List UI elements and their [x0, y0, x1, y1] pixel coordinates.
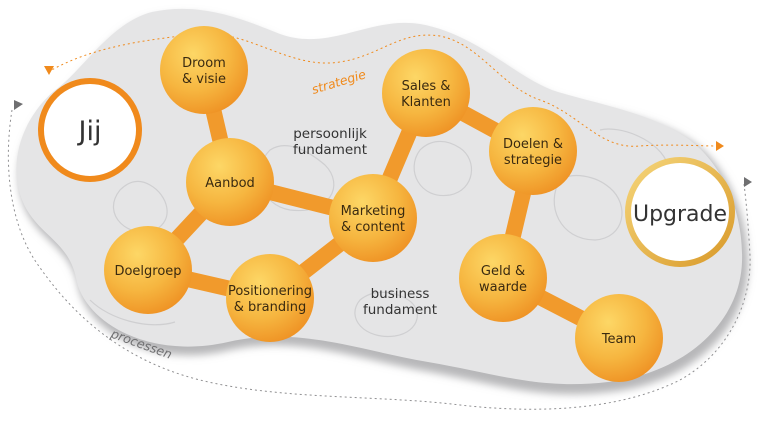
node-positionering-circle [226, 254, 314, 342]
goal-ring [625, 157, 735, 267]
node-team: Team [575, 294, 663, 382]
processen-arrow-end [744, 177, 752, 187]
node-droom: Droom& visie [160, 26, 248, 114]
node-marketing-label: Marketing [341, 204, 406, 219]
node-doelgroep-label: Doelgroep [114, 264, 181, 279]
goal-label: Upgrade [633, 202, 727, 227]
zone-persoonlijk-line2: fundament [293, 142, 367, 158]
node-geld: Geld &waarde [459, 234, 547, 322]
node-geld-circle [459, 234, 547, 322]
node-droom-circle [160, 26, 248, 114]
strategie-arrow-start [44, 66, 54, 75]
processen-arrow-start [14, 100, 23, 110]
node-aanbod-circle [186, 138, 274, 226]
node-sales: Sales &Klanten [382, 49, 470, 137]
node-aanbod-label: Aanbod [205, 176, 255, 191]
node-geld-label: Geld & [481, 264, 525, 279]
node-team-circle [575, 294, 663, 382]
node-droom-label: & visie [182, 72, 226, 87]
contour-lines [89, 128, 669, 338]
node-geld-label: waarde [479, 280, 527, 295]
path-lines [7, 33, 752, 410]
center-label: Jij [77, 116, 102, 147]
node-sales-label: Klanten [401, 95, 451, 110]
node-marketing-circle [329, 174, 417, 262]
node-positionering-label: & branding [234, 300, 306, 315]
zone-business-line2: fundament [363, 302, 437, 318]
node-team-label: Team [601, 332, 636, 347]
node-droom-label: Droom [182, 56, 226, 71]
zone-persoonlijk-line1: persoonlijk [293, 126, 367, 142]
node-doelen-label: strategie [504, 153, 562, 168]
node-sales-circle [382, 49, 470, 137]
node-doelen-label: Doelen & [503, 137, 563, 152]
node-doelen: Doelen &strategie [489, 107, 577, 195]
node-marketing: Marketing& content [329, 174, 417, 262]
center-ring [38, 78, 142, 182]
strategie-arrow-end [716, 141, 724, 151]
zone-labels: persoonlijk fundament business fundament [293, 126, 437, 318]
node-doelgroep: Doelgroep [104, 226, 192, 314]
node-sales-label: Sales & [402, 79, 451, 94]
node-marketing-label: & content [341, 220, 405, 235]
node-doelen-circle [489, 107, 577, 195]
node-doelgroep-circle [104, 226, 192, 314]
node-positionering-label: Positionering [228, 284, 312, 299]
strategie-path [47, 33, 719, 147]
node-positionering: Positionering& branding [226, 254, 314, 342]
goal-node: Upgrade [625, 157, 735, 267]
zone-business-line1: business [371, 286, 430, 302]
center-node: Jij [38, 78, 142, 182]
node-aanbod: Aanbod [186, 138, 274, 226]
topic-nodes: Droom& visieAanbodDoelgroepPositionering… [104, 26, 663, 382]
